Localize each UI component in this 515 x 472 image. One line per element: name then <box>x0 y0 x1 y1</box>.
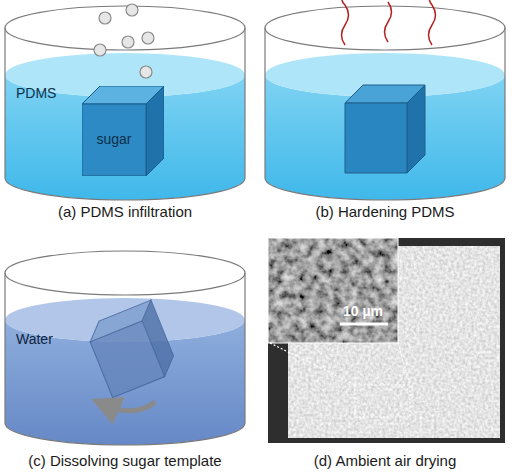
dissolving-cube <box>84 300 179 397</box>
heat-waves <box>342 0 436 45</box>
material-label: 10 µm <box>343 302 383 320</box>
sponge-photo <box>268 238 505 443</box>
petri-dish <box>5 251 245 445</box>
rotation-arrow <box>105 402 155 411</box>
panel-caption: (b) Hardening PDMS <box>315 203 454 221</box>
sugar-cube <box>345 85 425 173</box>
sugar-cube: sugar <box>82 86 164 176</box>
panel-caption: (a) PDMS infiltration <box>58 203 192 221</box>
panel-caption: (c) Dissolving sugar template <box>28 452 221 470</box>
material-label: PDMS <box>16 84 56 102</box>
material-label: Water <box>16 330 53 348</box>
petri-dish <box>5 6 245 200</box>
cube-label: sugar <box>96 131 131 147</box>
panel-caption: (d) Ambient air drying <box>314 452 457 470</box>
